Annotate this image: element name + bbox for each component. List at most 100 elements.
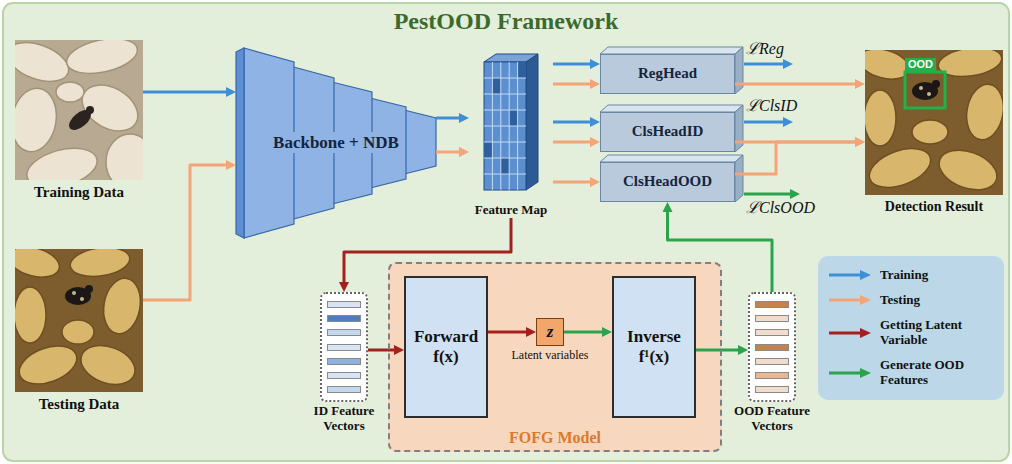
vector-bar	[327, 344, 361, 351]
detection-image-part	[865, 50, 1003, 195]
vector-bar	[755, 358, 789, 365]
testing-image-part-part	[99, 275, 143, 336]
head-3d-faces-part	[735, 47, 743, 94]
loss-label: ℒClsID	[746, 97, 797, 115]
detection-image-part	[932, 80, 940, 88]
testing-image-part-part	[62, 320, 94, 344]
vector-bar	[327, 372, 361, 379]
head-box: ClsHeadID	[600, 112, 735, 152]
testing-image-part-part	[68, 249, 131, 280]
legend-arrow-part	[860, 368, 871, 378]
testing-image-part-part	[76, 339, 141, 392]
detection-image-part	[905, 72, 945, 108]
node-label: Feature Map	[469, 203, 553, 218]
loss-arrow	[744, 193, 793, 196]
backbone-block: Backbone + NDB	[236, 45, 436, 240]
legend-row: Testing	[828, 293, 994, 308]
flow-arrow	[143, 91, 229, 94]
node-label: Backbone + NDB	[269, 132, 403, 154]
diagram-title: PestOOD Framework	[394, 8, 619, 34]
detection-image-part-part	[962, 81, 1003, 142]
head-3d-faces-part	[735, 105, 743, 152]
legend-label: Testing	[880, 293, 920, 308]
loss-label: ℒClsOOD	[746, 199, 815, 217]
detection-image	[865, 50, 1003, 195]
flow-arrow	[564, 331, 605, 334]
feature-map-grid-part	[484, 62, 526, 190]
legend-arrow	[828, 294, 872, 306]
legend-row: Getting Latent Variable	[828, 318, 994, 348]
flow-arrow	[553, 121, 593, 124]
vector-bar	[755, 315, 789, 322]
testing-image-part-part	[15, 339, 82, 391]
training-image-part-part	[15, 40, 74, 89]
detection-image-part-part	[865, 141, 936, 195]
legend-arrow	[828, 269, 872, 281]
flow-arrow	[344, 218, 511, 285]
vector-bar	[327, 329, 361, 336]
training-image-part	[66, 106, 95, 133]
process-box: Forward f(x)	[404, 276, 488, 418]
image-node: Detection Result	[865, 50, 1003, 195]
flow-arrow	[553, 141, 593, 144]
testing-image-part-part	[15, 287, 46, 343]
feature-vectors: ID Feature Vectors	[320, 292, 368, 402]
legend-row: Training	[828, 268, 994, 283]
flow-arrow	[553, 181, 593, 184]
node-label: FOFG Model	[390, 429, 720, 447]
legend-arrow-part	[860, 328, 871, 338]
detection-image-part-part	[865, 90, 896, 146]
training-image-part-part	[23, 141, 102, 180]
training-image-part-part	[56, 82, 84, 102]
testing-image-part	[85, 285, 93, 293]
backbone-stack	[236, 48, 436, 238]
node-label: ClsHeadID	[632, 123, 704, 140]
legend-arrow-part	[829, 331, 862, 334]
detection-image-part	[919, 86, 923, 90]
flow-arrow	[488, 331, 529, 334]
flow-arrow	[143, 165, 229, 300]
node-label: Inverse f¹(x)	[618, 327, 690, 366]
legend-row: Generate OOD Features	[828, 358, 994, 388]
node-label: ClsHeadOOD	[623, 173, 712, 190]
training-image-part-part	[74, 76, 143, 141]
head-3d-faces	[600, 47, 743, 202]
vector-bar	[327, 358, 361, 365]
node-label: Training Data	[9, 184, 149, 201]
node-label: OOD Feature Vectors	[730, 404, 814, 434]
legend-arrow-part	[860, 295, 871, 305]
feature-map: Feature Map	[469, 54, 553, 218]
image-node: Training Data	[15, 40, 143, 180]
flow-arrow	[553, 63, 593, 66]
detection-image-part	[927, 92, 931, 96]
node-label: ID Feature Vectors	[302, 404, 386, 434]
testing-image-part	[15, 249, 143, 391]
legend-label: Training	[880, 268, 928, 283]
training-image-part-part	[15, 85, 61, 156]
framework-panel	[3, 3, 1009, 461]
flow-arrow	[368, 349, 397, 352]
detection-image-part-part	[934, 143, 1003, 195]
backbone-stack-part	[236, 48, 244, 238]
vector-bar	[755, 386, 789, 393]
training-image-part	[86, 106, 94, 114]
vector-bar	[327, 301, 361, 308]
feature-map-grid-part	[509, 110, 517, 126]
vector-bar	[327, 315, 361, 322]
testing-image-part	[80, 297, 84, 301]
vector-bar	[755, 301, 789, 308]
loss-label: ℒReg	[746, 40, 784, 58]
training-image-part-part	[106, 134, 143, 180]
feature-map-grid-part	[484, 62, 526, 190]
testing-image-part-part	[15, 249, 63, 282]
flow-arrow	[436, 151, 462, 154]
head-3d-faces-part	[600, 155, 743, 162]
vector-bar	[755, 329, 789, 336]
node-label: Testing Data	[9, 396, 149, 413]
feature-map-grid-part	[518, 62, 526, 78]
legend-arrow-part	[860, 270, 871, 280]
legend-arrow	[828, 327, 872, 339]
flow-arrow	[436, 117, 462, 120]
backbone-stack-part	[404, 110, 436, 174]
